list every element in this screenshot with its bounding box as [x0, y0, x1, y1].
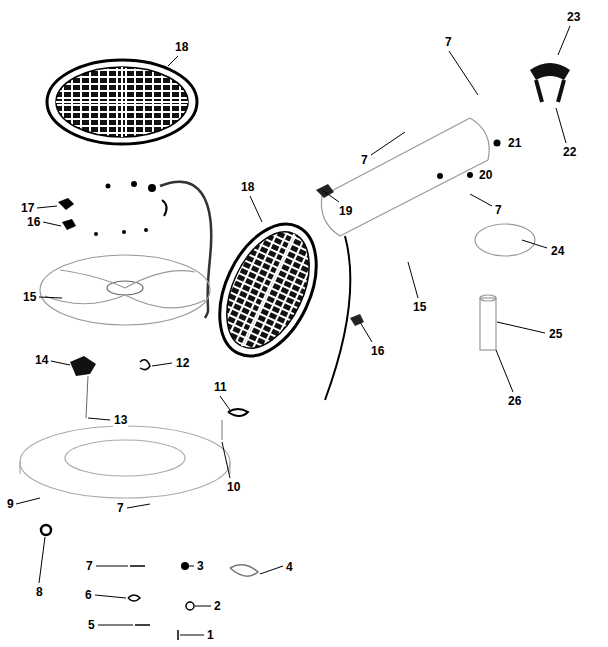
callout-number: 19 [338, 204, 353, 218]
callout-number: 22 [562, 145, 577, 159]
callout-number: 6 [84, 588, 93, 602]
callout-number: 24 [550, 244, 565, 258]
callout-number: 23 [566, 10, 581, 24]
callout-number: 25 [548, 327, 563, 341]
power-cord [160, 182, 211, 318]
callout-number: 9 [6, 497, 15, 511]
grille [47, 60, 197, 144]
callout-number: 4 [285, 560, 294, 574]
stand [475, 224, 535, 350]
callout-number: 3 [196, 559, 205, 573]
callout-number: 7 [116, 501, 125, 515]
callout-number: 16 [370, 344, 385, 358]
callout-number: 8 [35, 585, 44, 599]
switch-assembly [70, 356, 150, 418]
callout-number: 2 [213, 599, 222, 613]
callout-number: 18 [174, 40, 189, 54]
callout-number: 20 [478, 168, 493, 182]
callout-number: 7 [360, 153, 369, 167]
bracket [222, 409, 248, 440]
callout-number: 18 [240, 180, 255, 194]
callout-number: 1 [206, 628, 215, 642]
callout-number: 13 [113, 413, 128, 427]
callout-number: 7 [444, 35, 453, 49]
handle [530, 63, 570, 102]
clips [58, 181, 167, 236]
callout-number: 7 [494, 203, 503, 217]
hardware [41, 525, 258, 640]
fan-blade [40, 255, 210, 325]
callout-number: 10 [226, 480, 241, 494]
callout-number: 5 [87, 618, 96, 632]
grille [200, 209, 335, 371]
callout-number: 26 [507, 394, 522, 408]
callout-number: 7 [85, 559, 94, 573]
motor-housing [316, 118, 501, 400]
callout-number: 16 [26, 215, 41, 229]
callout-number: 12 [175, 356, 190, 370]
callout-number: 11 [213, 380, 228, 394]
callout-number: 17 [20, 201, 35, 215]
base [20, 426, 230, 498]
callout-number: 14 [34, 353, 49, 367]
callout-number: 15 [412, 300, 427, 314]
leader-lines [16, 26, 570, 635]
callout-number: 21 [507, 136, 522, 150]
callout-number: 15 [22, 290, 37, 304]
